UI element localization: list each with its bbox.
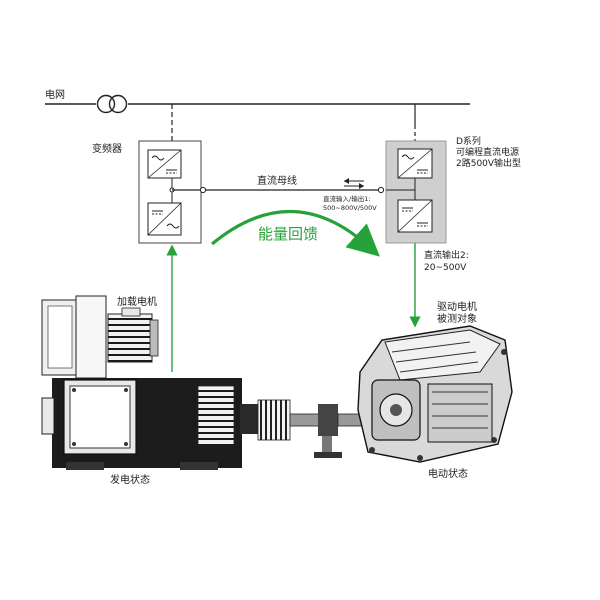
generating-state-label: 发电状态 [110, 473, 150, 486]
energy-feedback-label: 能量回馈 [258, 225, 318, 243]
dc-out2-label-line1: 直流输出2: [424, 249, 469, 261]
psu-name-label: 可编程直流电源 [456, 146, 519, 158]
dc-power-supply-cabinet [385, 140, 447, 244]
inverter-block [147, 202, 182, 236]
load-motor-label: 加载电机 [117, 295, 157, 308]
dc-out2-label-line2: 20~500V [424, 263, 467, 273]
transformer-icon [96, 94, 128, 114]
psu-type-label: 2路500V输出型 [456, 157, 521, 169]
psu-acdc-block [397, 148, 433, 179]
psu-dcdc-block [397, 199, 433, 233]
dc-bus-label: 直流母线 [257, 174, 297, 187]
energy-feedback-arrow [210, 209, 380, 257]
dc-io1-label-line2: 500~800V/500V [323, 204, 377, 212]
motoring-state-label: 电动状态 [428, 467, 468, 480]
bidirectional-arrow-icon [344, 178, 364, 189]
rectifier-block [147, 149, 182, 179]
grid-label: 电网 [45, 88, 65, 101]
coupling-torque-sensor [257, 399, 363, 458]
drive-motor-label-line1: 驱动电机 [437, 300, 477, 313]
inverter-label: 变频器 [92, 142, 122, 155]
dc-bus-line [172, 186, 385, 194]
psu-series-label: D系列 [456, 135, 481, 147]
load-motor-image [41, 295, 260, 470]
dc-io1-label-line1: 直流输入/输出1: [323, 194, 371, 203]
drive-motor-label-line2: 被测对象 [437, 312, 477, 325]
drive-motor-image [357, 325, 513, 463]
inverter-cabinet [138, 140, 202, 244]
